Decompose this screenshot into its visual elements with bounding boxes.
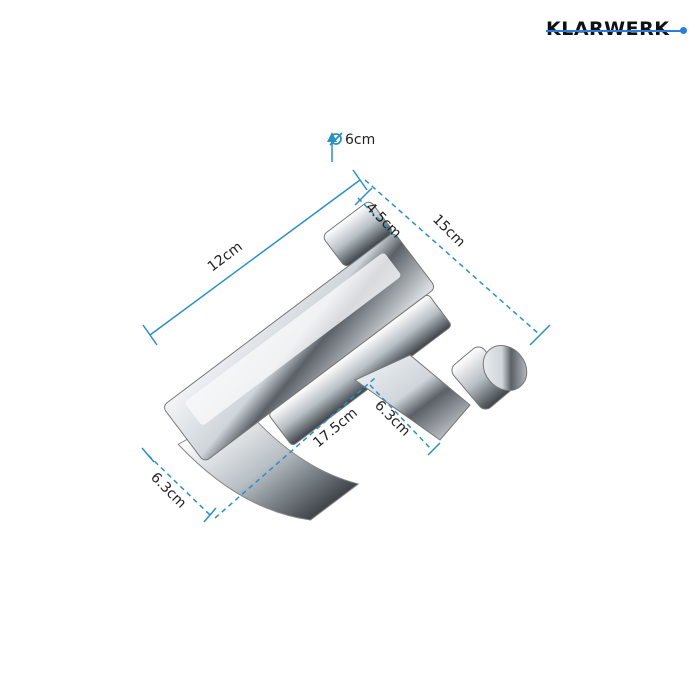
brand-logo-underline (546, 30, 682, 32)
wall-connector (353, 345, 528, 441)
dim-15cm-label: 15cm (429, 212, 468, 251)
faucet-body (164, 201, 451, 521)
brand-logo-dot (680, 27, 687, 34)
brand-logo: KLARWERK (546, 18, 670, 40)
dim-6-3cm-left-label: 6.3cm (147, 470, 189, 512)
dimension-lines (141, 140, 551, 523)
dim-diameter-label: 6cm (345, 132, 375, 148)
diameter-icon (329, 132, 343, 146)
